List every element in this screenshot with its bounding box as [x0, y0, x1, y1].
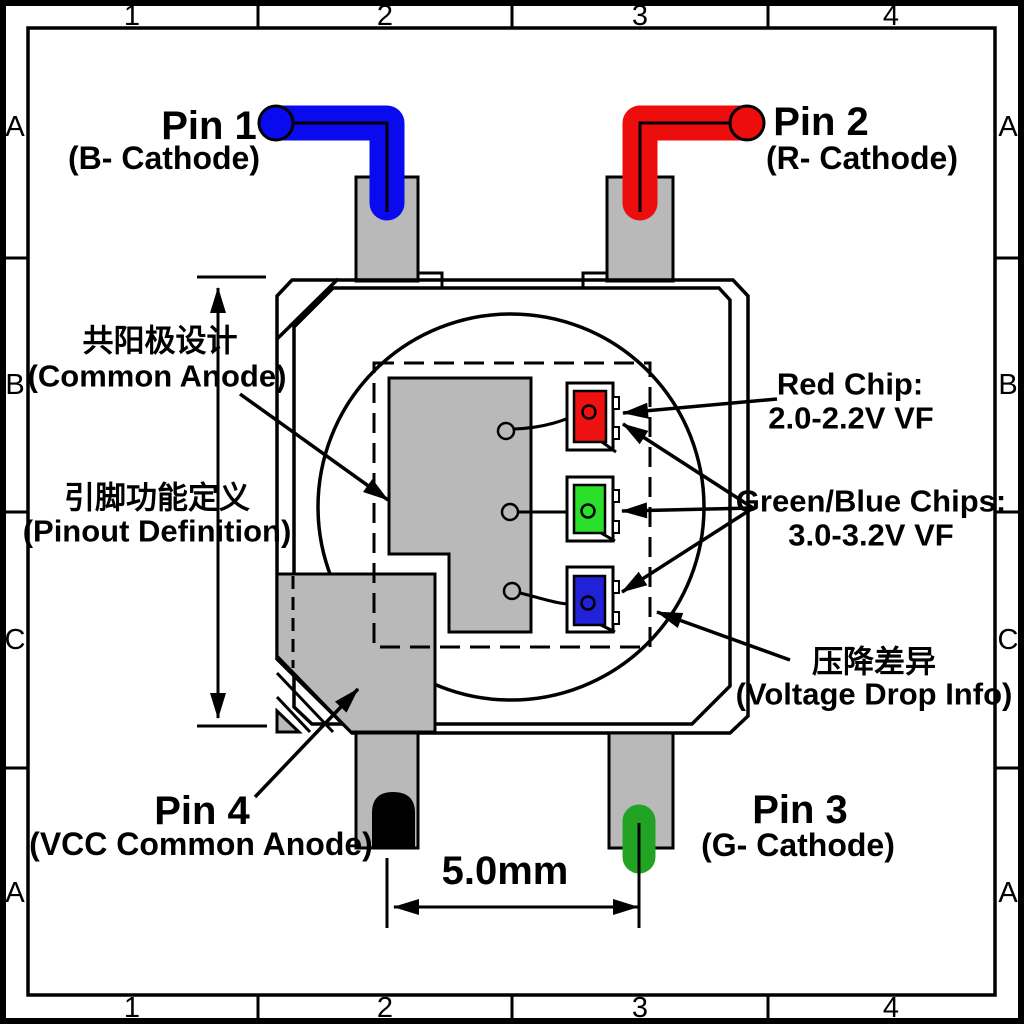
zone-label-top-1: 1	[124, 0, 140, 32]
pin2-wire-terminal	[728, 104, 766, 142]
common-anode-label-zh: 共阳极设计	[83, 324, 238, 359]
red-chip-bond-pad	[581, 404, 597, 420]
green-chip-electrode-top	[612, 489, 620, 503]
red-chip-arrow	[622, 397, 778, 419]
pin1-wire-centerline	[276, 121, 389, 212]
frame-bond-pad-red	[496, 421, 516, 441]
pin4-subtitle: (VCC Common Anode)	[29, 826, 373, 862]
common-anode-arrow	[238, 392, 390, 502]
green-chip	[565, 475, 620, 543]
pinout-definition-label-en: (Pinout Definition)	[23, 514, 292, 549]
common-anode-label-en: (Common Anode)	[28, 359, 287, 394]
pin3-title: Pin 3	[752, 788, 848, 832]
red-chip-electrode-top	[612, 396, 620, 410]
package-inner-outline	[292, 286, 732, 726]
frame-zone-ticks	[3, 3, 1021, 1021]
green-chip-bond-pad	[580, 503, 596, 519]
anode-tab	[275, 572, 437, 734]
pin1-subtitle: (B- Cathode)	[68, 140, 260, 176]
zone-label-left-c: C	[5, 624, 26, 656]
pin4-arrow	[253, 687, 360, 799]
pitch-dim-value: 5.0mm	[442, 849, 569, 893]
annotation-arrows	[238, 392, 791, 799]
gb-chips-arrow-to-red	[622, 422, 754, 510]
frame-bond-pad-green	[500, 502, 520, 522]
dimension-lines: 5.0mm	[197, 275, 639, 915]
zone-label-right-c: C	[998, 624, 1019, 656]
voltage-drop-label-en: (Voltage Drop Info)	[736, 677, 1013, 712]
package-corner-chamfer-line	[275, 277, 340, 341]
blue-chip-electrode-bottom	[612, 611, 620, 625]
red-chip-electrode-bottom	[612, 426, 620, 440]
text-labels: Pin 1 (B- Cathode) Pin 2 (R- Cathode) 共阳…	[23, 100, 1013, 863]
zone-label-left-a2: A	[5, 877, 25, 909]
zone-label-top-3: 3	[632, 0, 648, 32]
zone-label-right-a1: A	[998, 111, 1018, 143]
zone-label-right-b: B	[998, 369, 1017, 401]
zone-label-left-b: B	[5, 369, 24, 401]
pin1-title: Pin 1	[161, 104, 257, 148]
zone-label-bottom-1: 1	[124, 992, 140, 1024]
green-chip-electrode-bottom	[612, 520, 620, 534]
red-chip-label-line2: 2.0-2.2V VF	[768, 401, 933, 436]
package-outer-outline	[275, 278, 750, 735]
green-chip-corner-mark	[600, 531, 616, 543]
pin1-wire-terminal	[257, 104, 295, 142]
pin2-wire-centerline	[638, 121, 747, 212]
pin4-black-wire	[372, 792, 415, 849]
blue-chip-electrode-top	[612, 580, 620, 594]
gb-chips-label-line2: 3.0-3.2V VF	[788, 518, 953, 553]
pin4-title: Pin 4	[154, 789, 250, 833]
blue-chip-die	[572, 574, 607, 627]
anode-tab-hatching	[275, 671, 335, 734]
zone-label-bottom-2: 2	[377, 992, 393, 1024]
red-chip-corner-mark	[601, 440, 617, 454]
gb-chips-label-line1: Green/Blue Chips:	[736, 484, 1006, 519]
zone-label-top-2: 2	[377, 0, 393, 32]
blue-chip	[565, 565, 620, 634]
zone-label-left-a1: A	[5, 111, 25, 143]
zone-label-bottom-3: 3	[632, 992, 648, 1024]
red-chip	[565, 381, 620, 454]
pinout-definition-label-zh: 引脚功能定义	[64, 481, 250, 516]
green-chip-die	[572, 483, 607, 535]
red-chip-die	[572, 389, 608, 444]
zone-label-right-a2: A	[998, 877, 1018, 909]
voltage-drop-arrow	[656, 610, 791, 662]
package-dome-circle	[316, 312, 706, 702]
chip-area-dashed-outline	[372, 361, 652, 649]
pin2-subtitle: (R- Cathode)	[766, 140, 958, 176]
frame-bond-pad-blue	[502, 581, 522, 601]
pin3-subtitle: (G- Cathode)	[701, 827, 895, 863]
gb-chips-arrow-to-green	[621, 502, 754, 519]
blue-chip-corner-mark	[600, 623, 616, 634]
voltage-drop-label-zh: 压降差异	[812, 645, 936, 680]
blue-chip-bond-pad	[580, 595, 596, 611]
red-chip-label-line1: Red Chip:	[777, 367, 923, 402]
zone-label-top-4: 4	[883, 0, 899, 32]
lead-frame-plate	[387, 376, 533, 634]
package-top-steps	[417, 271, 607, 287]
gb-chips-arrow-to-blue	[621, 506, 754, 594]
pin-wires	[257, 104, 766, 928]
zone-label-bottom-4: 4	[883, 992, 899, 1024]
pin2-title: Pin 2	[773, 100, 869, 144]
